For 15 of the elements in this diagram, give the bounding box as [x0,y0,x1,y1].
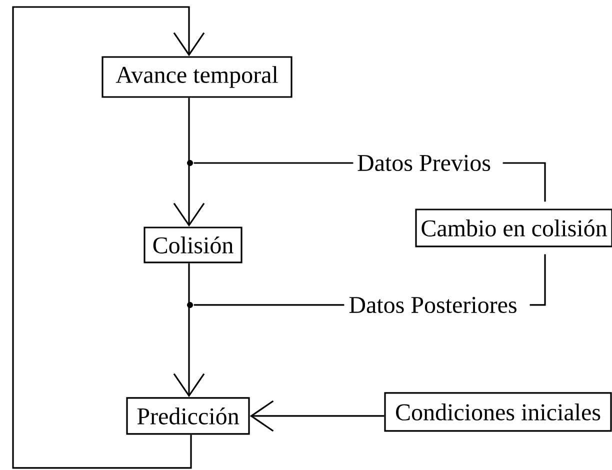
arrow [173,263,205,398]
process-box: Colisión [144,226,242,264]
process-box: Avance temporal [102,56,292,98]
data-label: Datos Previos [358,154,490,172]
leader-line [194,162,354,164]
data-label: Datos Posteriores [349,296,516,314]
arrow [12,6,205,469]
arrow [173,98,205,227]
bracket-line [530,254,546,306]
arrow [250,400,384,432]
process-box: Cambio en colisión [415,208,612,248]
leader-line [194,304,344,306]
process-box: Predicción [126,397,250,435]
process-box: Condiciones iniciales [384,392,612,432]
bracket-line [502,162,546,202]
